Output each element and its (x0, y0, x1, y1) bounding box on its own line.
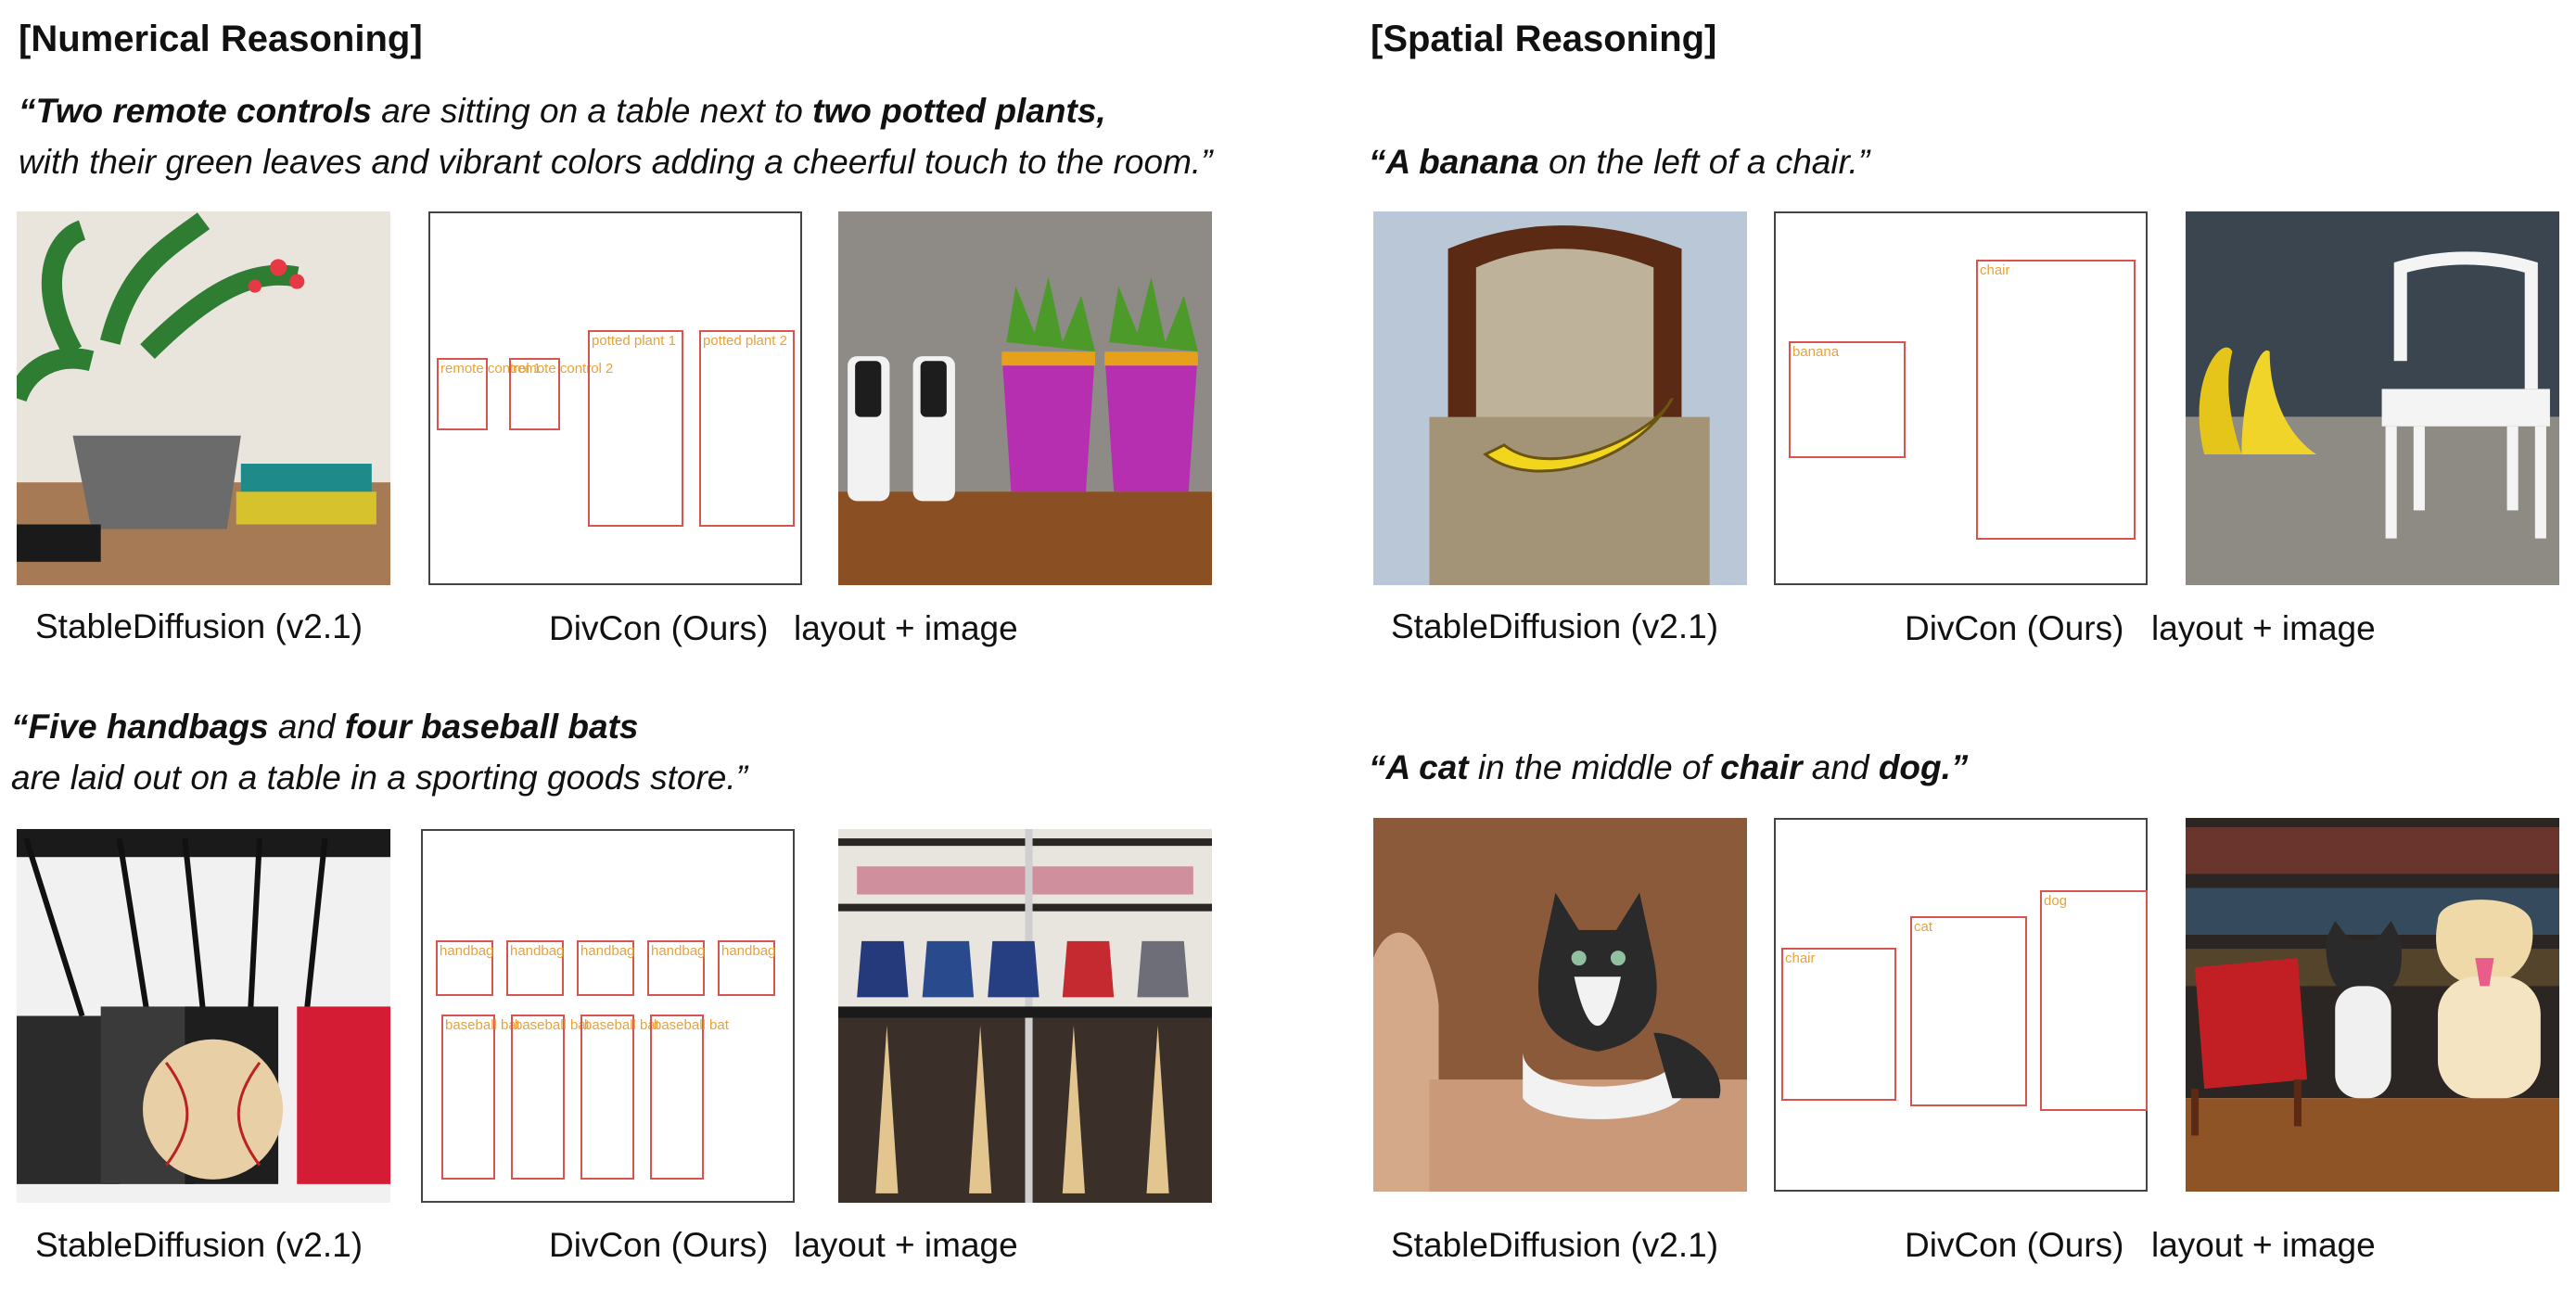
caption-divcon-remote: DivCon (Ours) (549, 609, 769, 647)
prompt-bold-phrase: dog.” (1878, 748, 1969, 786)
caption-layout-image-banana: layout + image (2151, 609, 2376, 647)
layout-box-potted-plant-1: potted plant 1 (588, 330, 683, 527)
prompt-bold-phrase: “Five handbags (11, 708, 269, 746)
sd-image-handbags (17, 829, 390, 1203)
divcon-image-remote-controls (838, 211, 1212, 585)
prompt-remote-controls: “Two remote controls are sitting on a ta… (19, 85, 1213, 187)
prompt-line: “Two remote controls are sitting on a ta… (19, 85, 1213, 136)
layout-cat: chair cat dog (1774, 818, 2148, 1192)
layout-label: handbag (721, 943, 776, 959)
layout-label: handbag (651, 943, 706, 959)
prompt-line: “A cat in the middle of chair and dog.” (1369, 742, 1968, 793)
layout-label: potted plant 1 (592, 333, 676, 349)
sd-image-cat (1373, 818, 1747, 1192)
prompt-bold-phrase: “A cat (1369, 748, 1469, 786)
layout-box-handbag-2: handbag (506, 940, 564, 996)
prompt-line: “A banana on the left of a chair.” (1369, 136, 1869, 187)
layout-box-remote-control-1: remote control 1 (437, 358, 541, 430)
layout-box-baseball-bat-4: baseball bat (650, 1015, 729, 1180)
layout-label: baseball bat (584, 1017, 659, 1033)
caption-divcon-banana: DivCon (Ours) (1905, 609, 2124, 647)
layout-box-baseball-bat-2: baseball bat (511, 1015, 590, 1180)
layout-label: baseball bat (515, 1017, 590, 1033)
prompt-line: “Five handbags and four baseball bats (11, 701, 747, 752)
prompt-bold-phrase: four baseball bats (344, 708, 639, 746)
caption-divcon-cat: DivCon (Ours) (1905, 1226, 2124, 1264)
divcon-image-handbags (838, 829, 1212, 1203)
caption-layout-image-handbags: layout + image (794, 1226, 1018, 1264)
layout-label: chair (1980, 262, 2010, 278)
layout-box-handbag-4: handbag (647, 940, 705, 996)
layout-box-handbag-5: handbag (718, 940, 775, 996)
layout-label: handbag (440, 943, 494, 959)
caption-sd-handbags: StableDiffusion (v2.1) (35, 1226, 363, 1264)
layout-label: dog (2044, 893, 2068, 909)
layout-label: remote control 1 (440, 361, 542, 376)
prompt-banana: “A banana on the left of a chair.” (1369, 136, 1869, 187)
layout-banana: banana chair (1774, 211, 2148, 585)
layout-box-baseball-bat-1: baseball bat (441, 1015, 520, 1180)
layout-box-handbag-1: handbag (436, 940, 493, 996)
layout-box-banana: banana (1789, 341, 1906, 458)
layout-remote-controls: remote control 1 remote control 2 potted… (428, 211, 802, 585)
prompt-handbags: “Five handbags and four baseball bats are… (11, 701, 747, 803)
prompt-text: and (268, 708, 345, 746)
layout-label: cat (1914, 919, 1933, 935)
layout-label: chair (1785, 951, 1816, 966)
prompt-text: with their green leaves and vibrant colo… (19, 143, 1213, 181)
prompt-line: with their green leaves and vibrant colo… (19, 136, 1213, 187)
prompt-cat: “A cat in the middle of chair and dog.” (1369, 742, 1968, 793)
layout-label: potted plant 2 (703, 333, 787, 349)
caption-sd-banana: StableDiffusion (v2.1) (1391, 607, 1719, 645)
caption-divcon-handbags: DivCon (Ours) (549, 1226, 769, 1264)
layout-box-handbag-3: handbag (577, 940, 634, 996)
layout-box-remote-control-2: remote control 2 (509, 358, 613, 430)
layout-label: baseball bat (445, 1017, 520, 1033)
prompt-bold-phrase: “Two remote controls (19, 92, 373, 130)
caption-layout-image-cat: layout + image (2151, 1226, 2376, 1264)
caption-layout-image-remote: layout + image (794, 609, 1018, 647)
layout-handbags: handbag handbag handbag handbag handbag … (421, 829, 795, 1203)
layout-box-potted-plant-2: potted plant 2 (699, 330, 795, 527)
prompt-text: are sitting on a table next to (372, 92, 813, 130)
prompt-line: are laid out on a table in a sporting go… (11, 752, 747, 803)
layout-box-baseball-bat-3: baseball bat (580, 1015, 659, 1180)
layout-box-cat: cat (1910, 916, 2027, 1106)
layout-label: baseball bat (654, 1017, 729, 1033)
prompt-bold-phrase: two potted plants, (812, 92, 1106, 130)
prompt-text: in the middle of (1468, 748, 1721, 786)
divcon-image-banana (2186, 211, 2559, 585)
caption-sd-remote: StableDiffusion (v2.1) (35, 607, 363, 645)
layout-label: handbag (580, 943, 635, 959)
prompt-bold-phrase: chair (1720, 748, 1803, 786)
prompt-text: are laid out on a table in a sporting go… (11, 759, 747, 797)
prompt-text: on the left of a chair.” (1538, 143, 1870, 181)
sd-image-remote-controls (17, 211, 390, 585)
divcon-image-cat (2186, 818, 2559, 1192)
caption-sd-cat: StableDiffusion (v2.1) (1391, 1226, 1719, 1264)
prompt-bold-phrase: “A banana (1369, 143, 1539, 181)
layout-box-dog: dog (2040, 890, 2148, 1111)
spatial-reasoning-heading: [Spatial Reasoning] (1371, 19, 1717, 59)
prompt-text: and (1802, 748, 1879, 786)
layout-box-chair: chair (1781, 948, 1896, 1101)
layout-box-chair: chair (1976, 260, 2136, 540)
numerical-reasoning-heading: [Numerical Reasoning] (19, 19, 423, 59)
layout-label: banana (1792, 344, 1840, 360)
layout-label: handbag (510, 943, 565, 959)
sd-image-banana (1373, 211, 1747, 585)
